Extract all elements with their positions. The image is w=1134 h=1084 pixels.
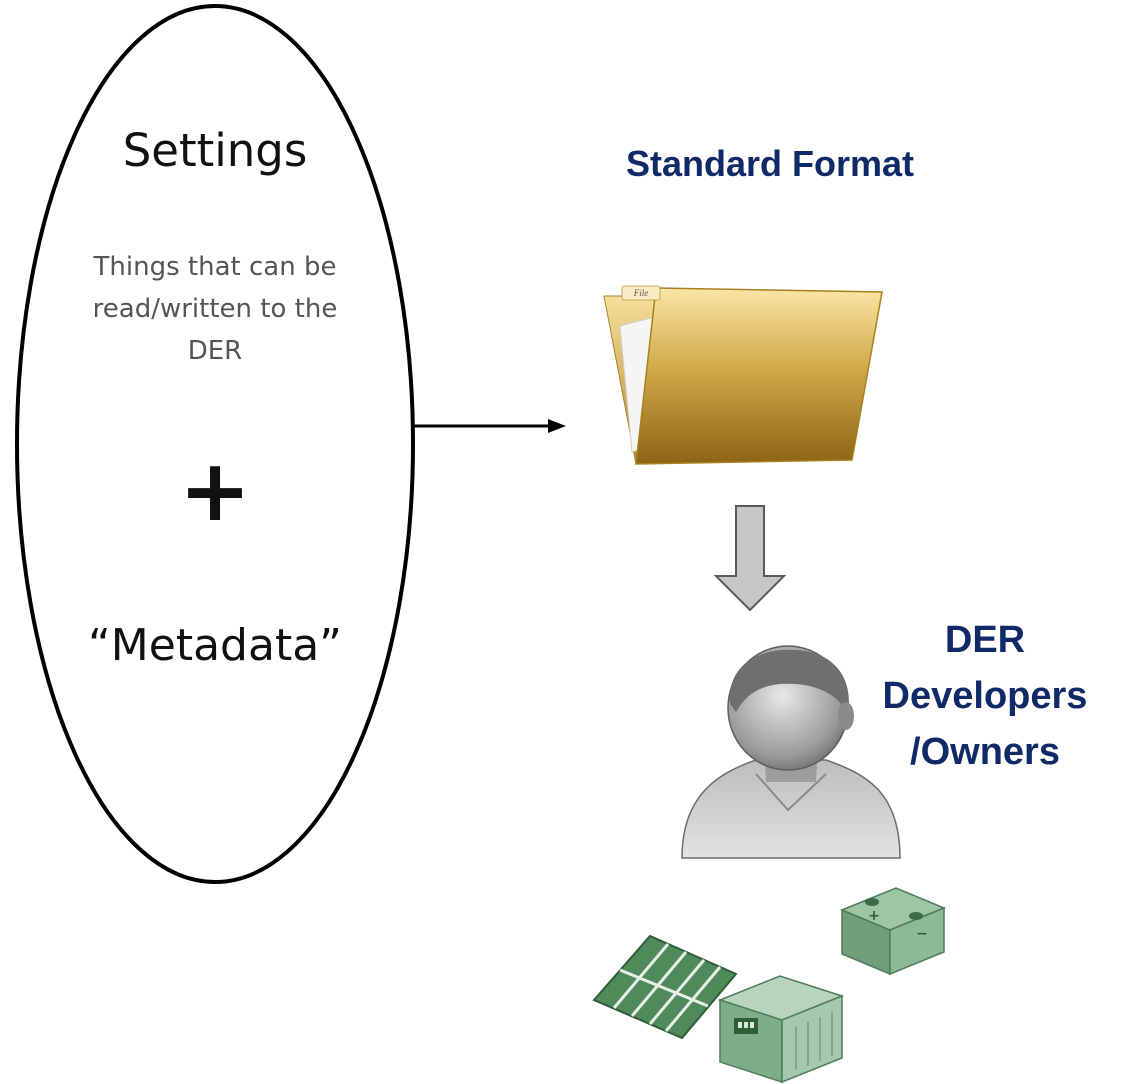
audience-label: DER Developers /Owners xyxy=(882,619,1088,773)
down-arrow-icon xyxy=(713,505,787,612)
settings-ellipse xyxy=(15,4,415,884)
metadata-label: “Metadata” xyxy=(88,620,342,671)
svg-text:+: + xyxy=(868,908,880,924)
right-arrow-icon xyxy=(413,419,566,433)
user-avatar-icon xyxy=(681,645,901,859)
battery-icon: + − xyxy=(840,887,946,976)
settings-title: Settings xyxy=(122,124,308,177)
settings-description: Things that can be read/written to the D… xyxy=(92,252,338,366)
inverter-icon xyxy=(717,975,845,1084)
standard-format-title: Standard Format xyxy=(625,143,915,184)
svg-text:−: − xyxy=(916,926,928,942)
folder-tab-label: File xyxy=(633,288,649,298)
solar-panel-icon xyxy=(592,934,738,1040)
plus-sign: + xyxy=(178,441,252,541)
folder-icon: File xyxy=(603,285,883,465)
